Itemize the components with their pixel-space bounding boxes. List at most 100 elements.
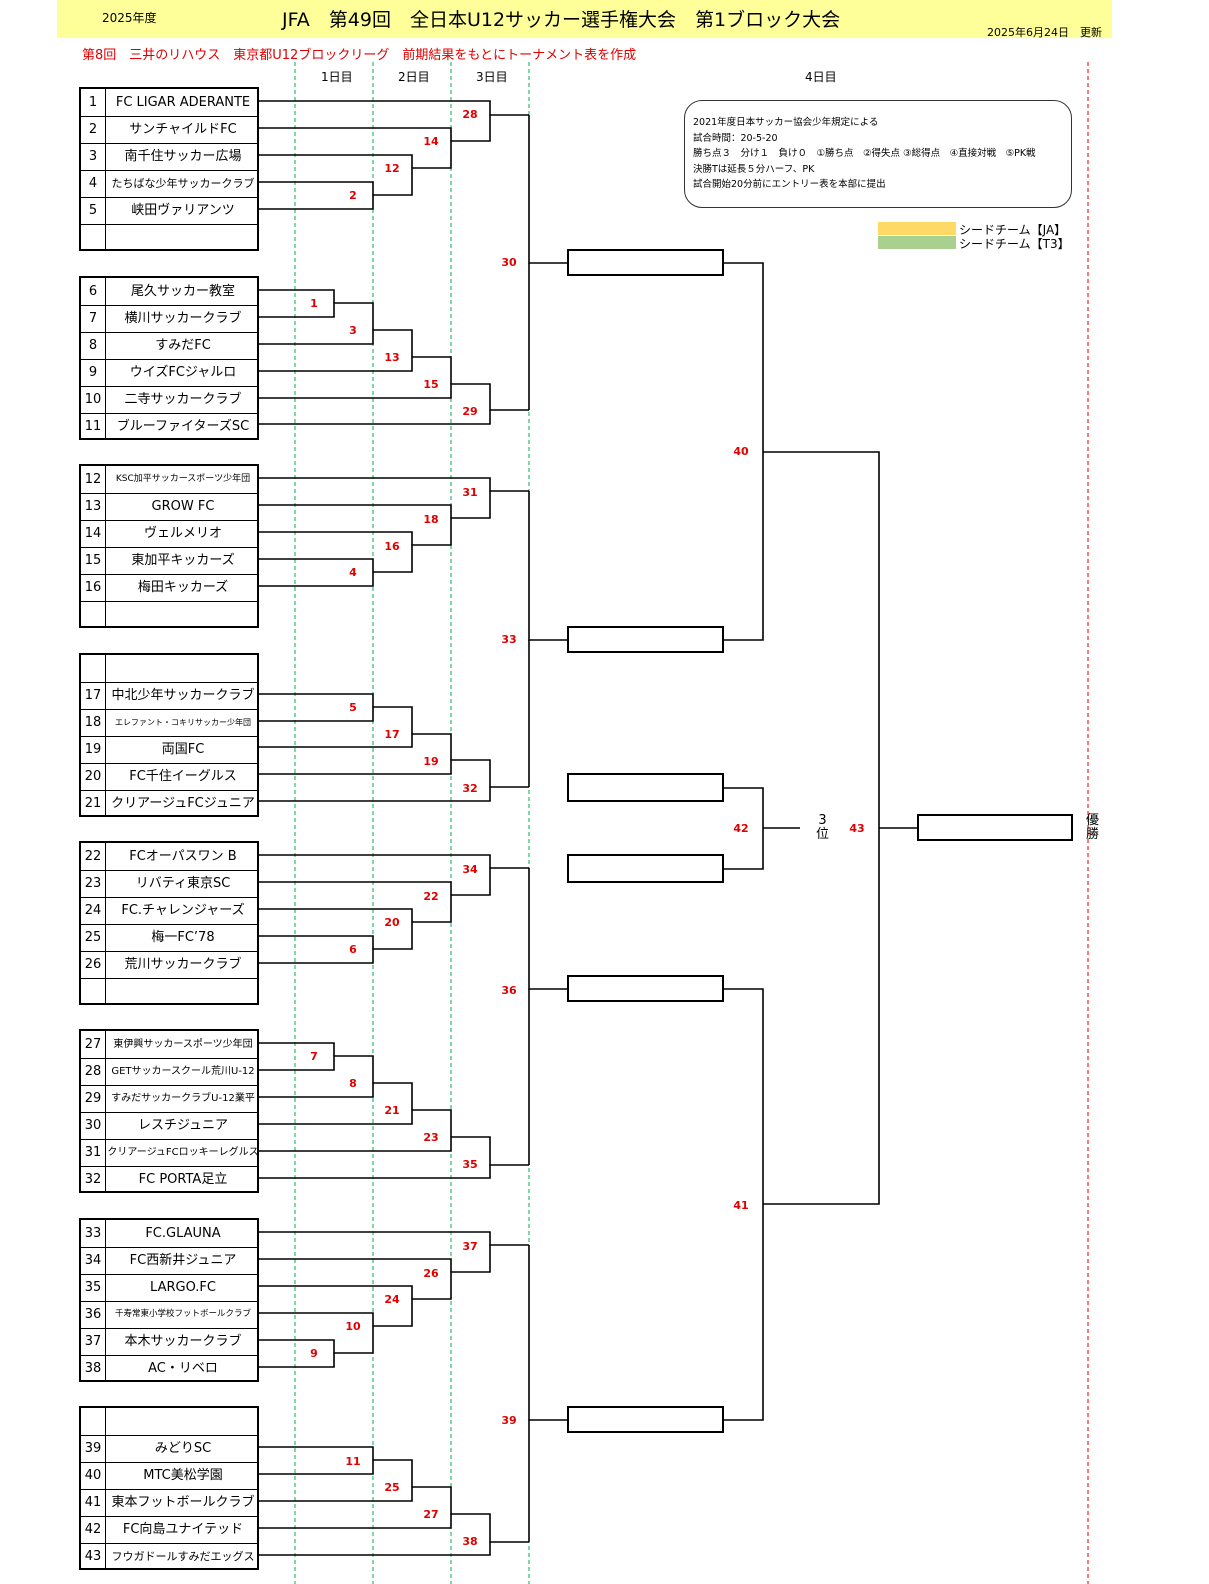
match-number: 2 xyxy=(349,189,357,202)
team-row xyxy=(81,601,257,628)
day-2-label: 2日目 xyxy=(398,70,430,84)
team-name: ブルーファイターズSC xyxy=(116,419,250,434)
bracket-line xyxy=(259,154,413,168)
match-number: 14 xyxy=(423,135,439,148)
bracket-line xyxy=(259,410,491,425)
team-name: MTC美松学園 xyxy=(143,1468,223,1483)
team-name: サンチャイルドFC xyxy=(129,122,237,137)
match-number: 17 xyxy=(384,728,400,741)
bracket-line xyxy=(259,1339,335,1353)
header-bar xyxy=(57,0,1112,38)
subtitle: 第8回 三井のリハウス 東京都U12ブロックリーグ 前期結果をもとにトーナメント… xyxy=(82,48,637,63)
team-number: 28 xyxy=(81,1058,106,1085)
bracket-line xyxy=(528,1245,567,1421)
match-number: 6 xyxy=(349,943,357,956)
team-name: LARGO.FC xyxy=(150,1280,216,1295)
bracket-line xyxy=(259,531,413,545)
team-name: たちばな少年サッカークラブ xyxy=(111,177,255,190)
team-name: 南千住サッカー広場 xyxy=(124,149,242,164)
team-name: GETサッカースクール荒川U-12 xyxy=(111,1066,255,1077)
bracket-line xyxy=(259,706,413,734)
team-name: 東伊興サッカースポーツ少年団 xyxy=(113,1039,253,1050)
champion-label: 優 勝 xyxy=(1086,813,1100,842)
rules-note: 2021年度日本サッカー協会少年規定による 試合時間：20-5-20 勝ち点３ … xyxy=(684,100,1072,208)
rule-line: 決勝Tは延長５分ハーフ、PK xyxy=(693,163,815,175)
team-number: 9 xyxy=(81,359,106,386)
match-number: 38 xyxy=(462,1535,478,1548)
team-number: 37 xyxy=(81,1328,106,1355)
team-number: 7 xyxy=(81,305,106,332)
match-number: 28 xyxy=(462,108,478,121)
team-number: 15 xyxy=(81,547,106,574)
result-box-33 xyxy=(567,626,724,653)
team-number: 40 xyxy=(81,1462,106,1489)
bracket-line xyxy=(259,1486,452,1514)
result-box-34 xyxy=(567,854,724,883)
match-number: 20 xyxy=(384,916,400,929)
team-number: 26 xyxy=(81,951,106,978)
bracket-line xyxy=(528,115,567,264)
bracket-line xyxy=(259,693,374,707)
team-row: 15 東加平キッカーズ xyxy=(81,547,257,575)
team-row: 7 横川サッカークラブ xyxy=(81,305,257,333)
team-name: AC・リベロ xyxy=(148,1361,218,1376)
team-number xyxy=(81,601,106,628)
match-number: 24 xyxy=(384,1293,400,1306)
team-number: 18 xyxy=(81,709,106,736)
bracket-line xyxy=(259,289,335,303)
bracket-line xyxy=(259,1136,529,1166)
team-row: 28 GETサッカースクール荒川U-12 xyxy=(81,1058,257,1086)
bracket-line xyxy=(259,1109,452,1137)
team-number: 29 xyxy=(81,1085,106,1112)
bracket-line xyxy=(259,1231,529,1246)
team-name: GROW FC xyxy=(151,499,215,514)
team-number: 41 xyxy=(81,1489,106,1516)
team-number: 16 xyxy=(81,574,106,601)
team-name: みどりSC xyxy=(154,1441,212,1456)
match-number: 32 xyxy=(462,782,478,795)
bracket-line xyxy=(259,1258,452,1272)
match-number: 9 xyxy=(310,1347,318,1360)
bracket-line xyxy=(259,935,374,949)
team-number: 3 xyxy=(81,143,106,170)
match-number: 3 xyxy=(349,324,357,337)
bracket-line xyxy=(259,356,452,384)
team-number: 38 xyxy=(81,1355,106,1382)
team-number: 36 xyxy=(81,1301,106,1328)
bracket-line xyxy=(259,558,374,572)
bracket-line xyxy=(259,1245,491,1368)
bracket-line xyxy=(259,127,452,141)
team-number: 22 xyxy=(81,843,106,870)
team-name: フウガドールすみだエッグス xyxy=(111,1550,255,1563)
team-row xyxy=(81,978,257,1005)
bracket-line xyxy=(259,1459,413,1487)
team-name: 横川サッカークラブ xyxy=(124,311,242,326)
bracket-line xyxy=(763,828,880,1205)
team-number: 31 xyxy=(81,1139,106,1166)
bracket-line xyxy=(528,491,567,641)
team-row xyxy=(81,655,257,683)
bracket-line xyxy=(259,100,529,116)
bracket-line xyxy=(259,1542,491,1556)
team-name: すみだサッカークラブU-12業平 xyxy=(111,1093,255,1104)
team-number: 19 xyxy=(81,736,106,763)
team-name: 東加平キッカーズ xyxy=(131,553,235,568)
team-name: ヴェルメリオ xyxy=(143,526,222,541)
team-name: 千寿常東小学校フットボールクラブ xyxy=(114,1309,251,1319)
